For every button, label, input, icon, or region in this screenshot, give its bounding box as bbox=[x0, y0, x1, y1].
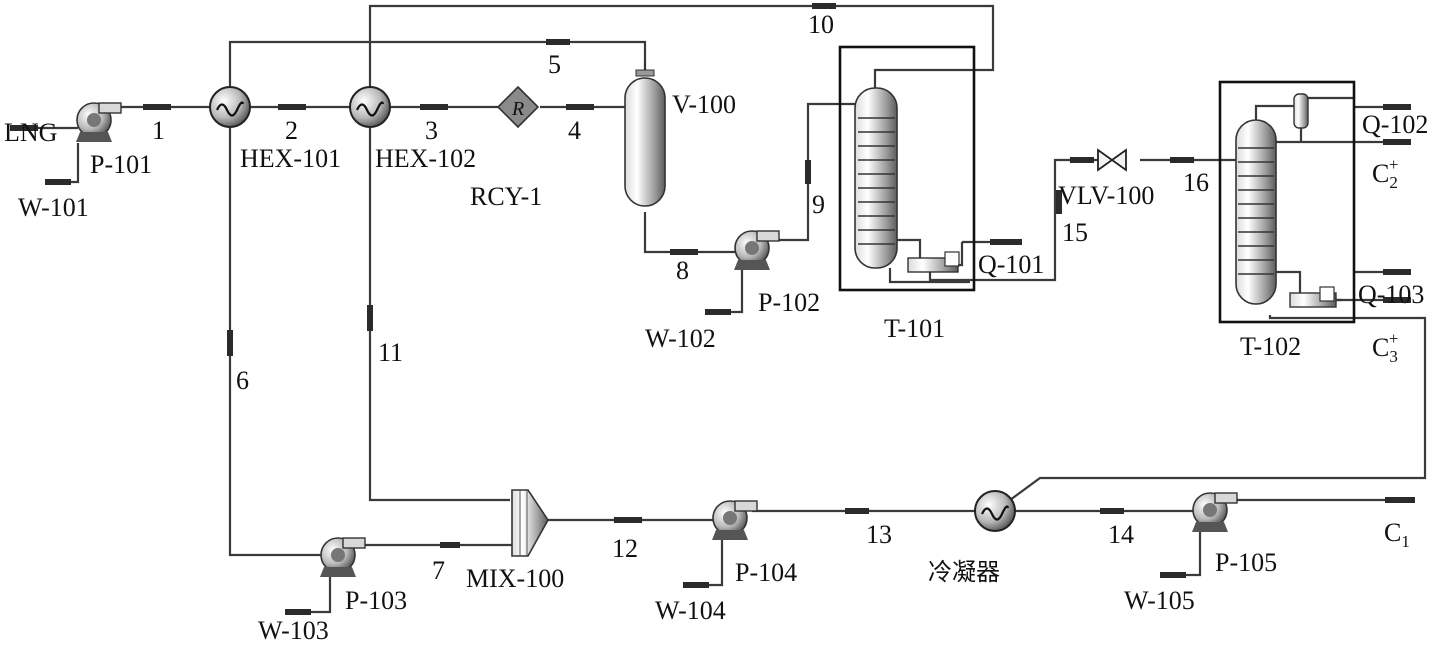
stream-label-9: 9 bbox=[812, 190, 825, 219]
product-c2-sub: 2 bbox=[1389, 173, 1398, 192]
label-mix100: MIX-100 bbox=[466, 564, 565, 593]
label-w105: W-105 bbox=[1124, 586, 1195, 615]
separator-v100[interactable] bbox=[624, 62, 666, 207]
stream-label-15: 15 bbox=[1062, 218, 1088, 247]
heat-exchanger-hex102[interactable] bbox=[349, 86, 391, 128]
pump-p103[interactable] bbox=[320, 537, 366, 577]
product-c3-sub: 3 bbox=[1389, 347, 1398, 366]
label-q101: Q-101 bbox=[978, 250, 1045, 279]
stream-label-8: 8 bbox=[676, 256, 689, 285]
stream-label-13: 13 bbox=[866, 520, 892, 549]
heat-exchanger-hex101[interactable] bbox=[209, 86, 251, 128]
label-t101: T-101 bbox=[884, 314, 946, 343]
feed-label-lng: LNG bbox=[4, 118, 58, 147]
label-hex102: HEX-102 bbox=[375, 144, 477, 173]
stream-label-5: 5 bbox=[548, 50, 561, 79]
flow-arrows bbox=[10, 3, 1415, 615]
label-rcy1: RCY-1 bbox=[470, 182, 543, 211]
product-c3-sup: + bbox=[1388, 329, 1399, 348]
label-v100: V-100 bbox=[672, 90, 737, 119]
column-t101[interactable] bbox=[838, 45, 976, 292]
stream-label-6: 6 bbox=[236, 366, 249, 395]
column-t102[interactable] bbox=[1218, 80, 1356, 324]
label-p101: P-101 bbox=[90, 150, 153, 179]
label-w104: W-104 bbox=[655, 596, 726, 625]
stream-label-4: 4 bbox=[568, 116, 581, 145]
label-q103: Q-103 bbox=[1358, 280, 1425, 309]
label-p103: P-103 bbox=[345, 586, 408, 615]
product-c2-main: C bbox=[1372, 159, 1390, 188]
product-c3-main: C bbox=[1372, 333, 1390, 362]
pump-p101[interactable] bbox=[76, 102, 122, 142]
label-p102: P-102 bbox=[758, 288, 821, 317]
mixer-mix100[interactable] bbox=[511, 489, 549, 557]
stream-label-16: 16 bbox=[1183, 168, 1209, 197]
product-c1: C1 bbox=[1384, 518, 1410, 551]
stream-label-3: 3 bbox=[425, 116, 438, 145]
label-t102: T-102 bbox=[1240, 332, 1302, 361]
product-c2-sup: + bbox=[1388, 155, 1399, 174]
label-p104: P-104 bbox=[735, 558, 798, 587]
stream-label-1: 1 bbox=[152, 116, 165, 145]
stream-label-7: 7 bbox=[432, 556, 445, 585]
label-vlv100: VLV-100 bbox=[1058, 181, 1155, 210]
stream-label-10: 10 bbox=[808, 10, 834, 39]
stream-label-14: 14 bbox=[1108, 520, 1134, 549]
stream-label-12: 12 bbox=[612, 534, 638, 563]
condenser[interactable] bbox=[974, 490, 1016, 532]
stream-label-11: 11 bbox=[378, 338, 404, 367]
label-w102: W-102 bbox=[645, 324, 716, 353]
stream-label-2: 2 bbox=[285, 116, 298, 145]
pump-p102[interactable] bbox=[734, 230, 780, 270]
pump-p105[interactable] bbox=[1192, 492, 1238, 532]
label-q102: Q-102 bbox=[1362, 110, 1429, 139]
label-w103: W-103 bbox=[258, 616, 329, 645]
label-w101: W-101 bbox=[18, 193, 89, 222]
product-c1-sub: 1 bbox=[1401, 532, 1410, 551]
recycle-symbol: R bbox=[511, 98, 524, 120]
product-c1-main: C bbox=[1384, 518, 1402, 547]
product-c3-plus: C3+ bbox=[1372, 330, 1398, 365]
label-condenser: 冷凝器 bbox=[928, 558, 1000, 586]
recycle-rcy1[interactable]: R bbox=[496, 85, 540, 129]
product-c2-plus: C2+ bbox=[1372, 156, 1398, 191]
label-p105: P-105 bbox=[1215, 548, 1278, 577]
label-hex101: HEX-101 bbox=[240, 144, 342, 173]
valve-vlv100[interactable] bbox=[1097, 148, 1127, 172]
pump-p104[interactable] bbox=[712, 500, 758, 540]
